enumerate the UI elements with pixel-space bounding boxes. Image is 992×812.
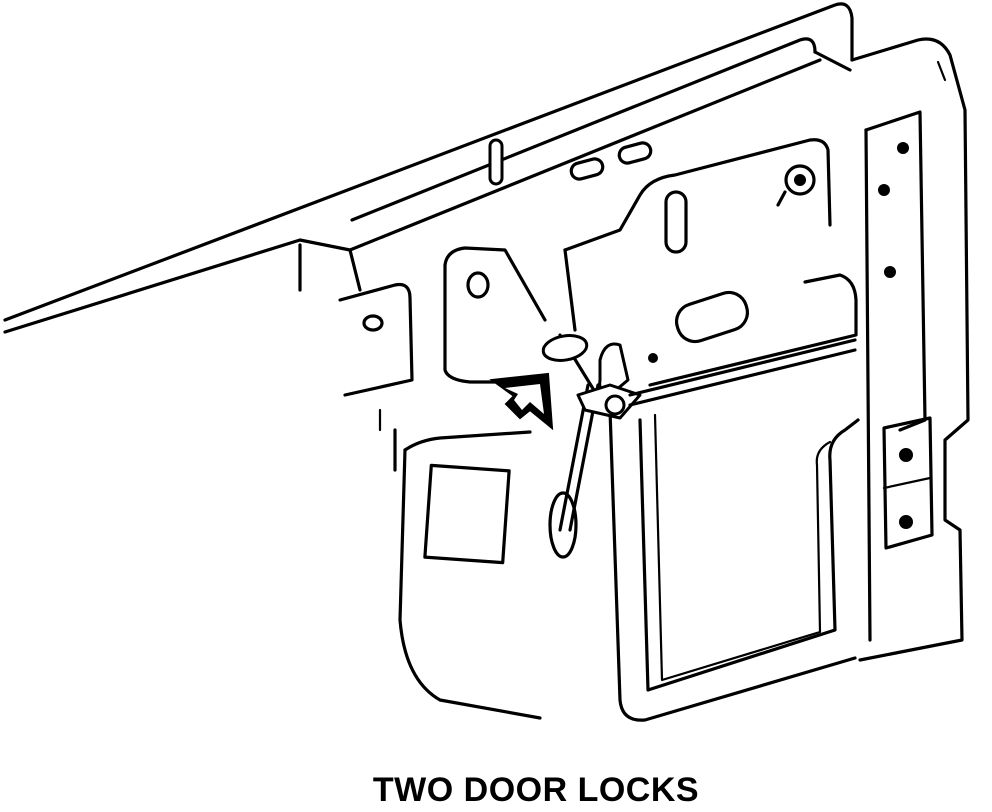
lock-rod <box>541 333 602 559</box>
arrow-indicator-icon <box>489 372 554 431</box>
diagram-caption: TWO DOOR LOCKS <box>372 771 700 809</box>
guide-pin <box>488 138 504 186</box>
panel-features <box>362 141 934 550</box>
lock-lever <box>576 338 857 420</box>
door-frame <box>3 2 970 662</box>
inner-panel <box>298 138 860 722</box>
